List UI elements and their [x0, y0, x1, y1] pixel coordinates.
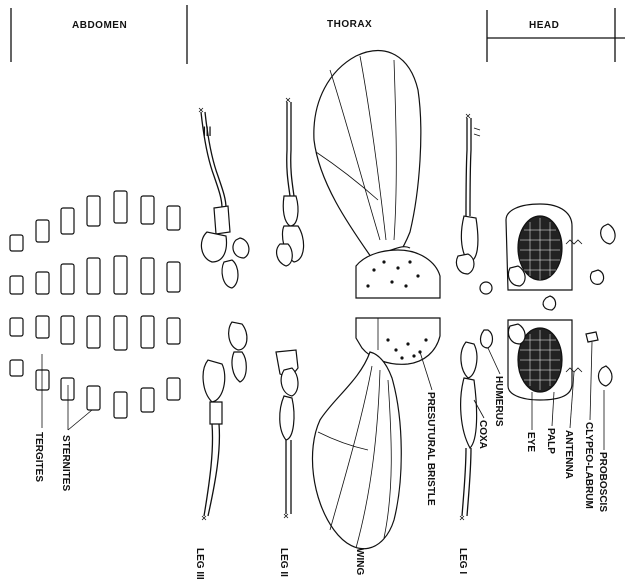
plate [87, 316, 100, 348]
plate [36, 370, 49, 390]
section-abdomen-title: ABDOMEN [72, 20, 127, 31]
plate [87, 258, 100, 294]
clypeo-leader [590, 342, 592, 420]
plate [167, 378, 180, 400]
label-proboscis: PROBOSCIS [597, 452, 608, 512]
humerus-leader [488, 348, 500, 374]
plate [141, 388, 154, 412]
plate [36, 316, 49, 338]
label-presutural-bristle: PRESUTURAL BRISTLE [425, 392, 436, 506]
leg-2-upper [277, 98, 304, 266]
abdominal-plates [10, 191, 180, 418]
plate [141, 316, 154, 348]
plate [10, 360, 23, 376]
head-upper [506, 204, 615, 310]
leg-2-lower [276, 350, 298, 518]
plate [61, 378, 74, 400]
plate [114, 191, 127, 223]
sternites-leader-2 [68, 410, 92, 430]
leg-3-upper: ||| [199, 108, 249, 288]
plate [114, 316, 127, 350]
label-coxa: COXA [477, 420, 488, 449]
label-leg-1: LEG I [457, 548, 468, 574]
section-head-title: HEAD [529, 20, 559, 31]
leg-3-upper-brush: ||| [203, 126, 212, 137]
plate [36, 272, 49, 294]
label-sternites: STERNITES [60, 435, 71, 491]
section-thorax-title: THORAX [327, 19, 372, 30]
label-clypeo-labrum: CLYPEO-LABRUM [583, 422, 594, 509]
plate [61, 208, 74, 234]
wing-lower [312, 318, 440, 549]
plate [114, 392, 127, 418]
wing-upper [314, 51, 440, 298]
plate [167, 262, 180, 292]
label-antenna: ANTENNA [563, 430, 574, 479]
plate [141, 258, 154, 294]
plate [87, 196, 100, 226]
label-eye: EYE [525, 432, 536, 452]
label-tergites: TERGITES [33, 432, 44, 482]
label-leg-3: LEG III [194, 548, 205, 580]
plate [61, 264, 74, 294]
label-leg-2: LEG II [278, 548, 289, 577]
plate [167, 318, 180, 344]
label-palp: PALP [545, 428, 556, 454]
plate [36, 220, 49, 242]
plate [10, 276, 23, 294]
plate [141, 196, 154, 224]
plate [10, 235, 23, 251]
label-wing: WING [354, 548, 365, 575]
plate [87, 386, 100, 410]
plate [10, 318, 23, 336]
leg-1-upper [456, 114, 492, 294]
plate [114, 256, 127, 294]
plate [61, 316, 74, 344]
head-lower [508, 320, 612, 400]
label-humerus: HUMERUS [493, 376, 504, 427]
plate [167, 206, 180, 230]
leg-3-lower [202, 322, 247, 520]
